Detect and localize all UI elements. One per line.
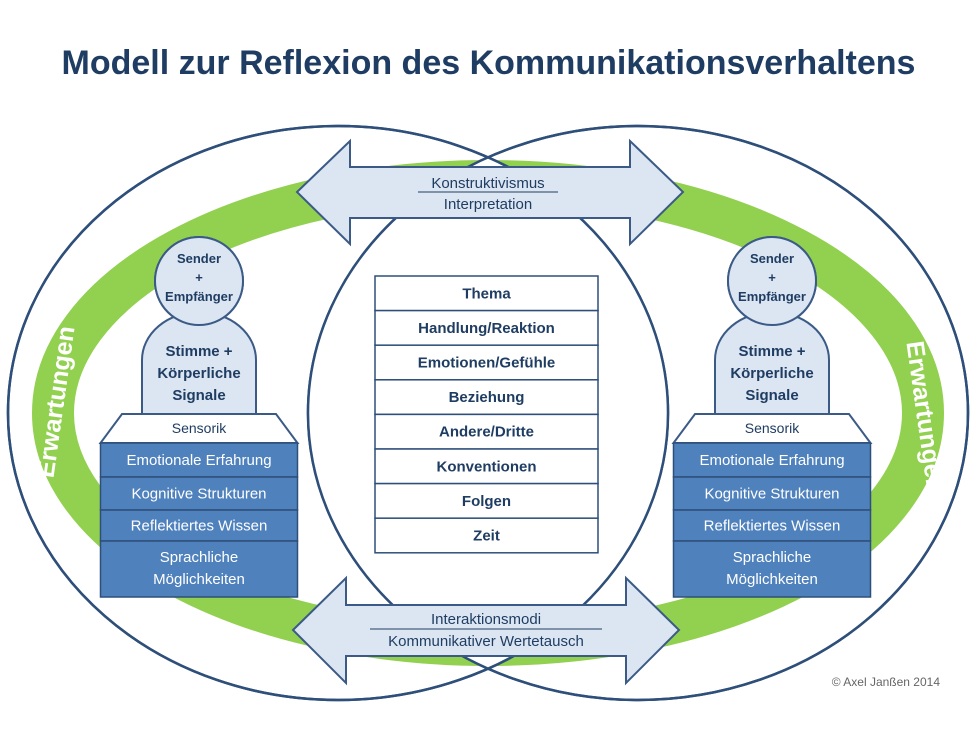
person-block-label: Kognitive Strukturen [131, 486, 266, 503]
center-list-item: Beziehung [449, 389, 525, 406]
center-list-item: Handlung/Reaktion [418, 320, 555, 337]
person-block [99, 540, 299, 598]
person-block [672, 540, 872, 598]
center-list-item: Emotionen/Gefühle [418, 355, 556, 372]
person-block [99, 476, 299, 511]
center-lens [308, 126, 670, 700]
person-body-line3: Signale [745, 387, 798, 404]
sensorik-label: Sensorik [745, 420, 800, 436]
center-list-item: Folgen [462, 493, 511, 510]
person-head-line2: + [195, 270, 203, 285]
center-list-row [374, 448, 599, 485]
center-list-item: Konventionen [437, 458, 537, 475]
person-head-line3: Empfänger [738, 289, 806, 304]
person-block-label: Reflektiertes Wissen [704, 518, 841, 535]
bottom-arrow-line1: Interaktionsmodi [431, 611, 541, 628]
center-list-item: Zeit [473, 528, 500, 545]
person-head-line1: Sender [750, 251, 794, 266]
bottom-arrow-line2: Kommunikativer Wertetausch [388, 633, 584, 650]
person-block-label: Sprachliche [733, 549, 811, 566]
person-block [672, 442, 872, 478]
page-title: Modell zur Reflexion des Kommunikationsv… [61, 44, 916, 82]
person-block-label: Emotionale Erfahrung [699, 452, 844, 469]
center-list-row [374, 379, 599, 416]
person-block-label: Kognitive Strukturen [704, 486, 839, 503]
center-list-row [374, 275, 599, 312]
person-head-line1: Sender [177, 251, 221, 266]
center-list-row [374, 517, 599, 554]
person-body-line2: Körperliche [157, 365, 240, 382]
person-head-line2: + [768, 270, 776, 285]
center-list-row [374, 413, 599, 450]
person-block [672, 509, 872, 542]
person-head-line3: Empfänger [165, 289, 233, 304]
copyright: © Axel Janßen 2014 [832, 675, 941, 689]
center-list-item: Andere/Dritte [439, 424, 534, 441]
center-list: ThemaHandlung/ReaktionEmotionen/GefühleB… [374, 275, 599, 554]
person-block [99, 509, 299, 542]
person-block-label: Möglichkeiten [153, 571, 245, 588]
sensorik-label: Sensorik [172, 420, 227, 436]
person-block-label: Möglichkeiten [726, 571, 818, 588]
person-body-line1: Stimme + [738, 343, 805, 360]
person-body-line3: Signale [172, 387, 225, 404]
top-arrow-line1: Konstruktivismus [431, 175, 544, 192]
person-body-line2: Körperliche [730, 365, 813, 382]
person-block [672, 476, 872, 511]
person-body-line1: Stimme + [165, 343, 232, 360]
person-block-label: Sprachliche [160, 549, 238, 566]
top-arrow-line2: Interpretation [444, 196, 532, 213]
bottom-double-arrow [291, 575, 681, 686]
person-block-label: Reflektiertes Wissen [131, 518, 268, 535]
center-list-row [374, 482, 599, 519]
person-block-label: Emotionale Erfahrung [126, 452, 271, 469]
person-block [99, 442, 299, 478]
center-list-item: Thema [462, 285, 511, 302]
